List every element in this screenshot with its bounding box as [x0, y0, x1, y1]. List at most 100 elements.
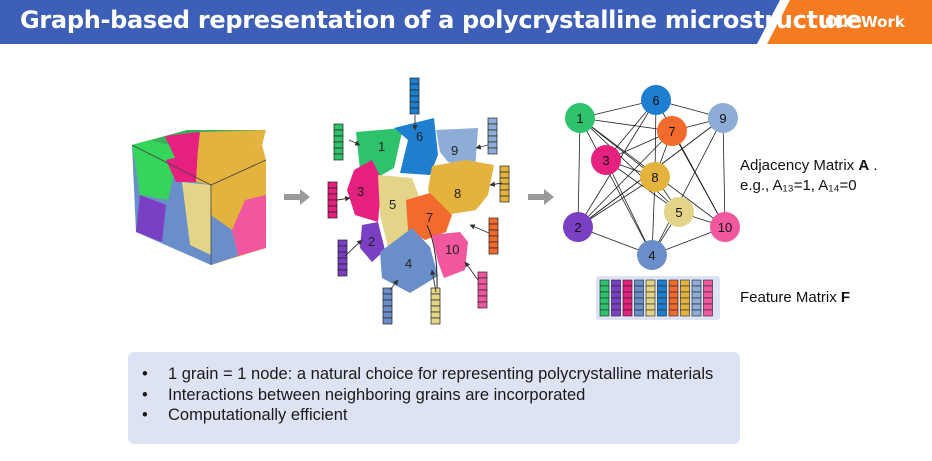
cube-left-grain-purple — [136, 195, 166, 242]
feature-matrix-cell — [645, 297, 656, 305]
summary-box: •1 grain = 1 node: a natural choice for … — [128, 352, 740, 444]
graph-node-9: 9 — [708, 103, 738, 133]
graph-node-label: 8 — [651, 170, 658, 185]
feature-matrix-cell — [611, 291, 621, 299]
feature-matrix-cell — [634, 303, 644, 311]
feature-matrix-cell — [645, 285, 656, 293]
feature-vector-grain-5 — [430, 287, 441, 325]
feature-matrix-cell — [599, 297, 610, 305]
feature-vector-cell — [333, 141, 344, 149]
cube-left-grain-green — [132, 145, 176, 200]
feature-vector-cell — [488, 223, 499, 231]
feature-vector-cell — [477, 271, 488, 279]
grain-5 — [378, 175, 428, 255]
feature-matrix-cell — [622, 285, 633, 293]
feature-vector-cell — [337, 239, 348, 247]
feature-vector-cell — [487, 117, 498, 125]
feature-matrix-cell — [634, 279, 644, 287]
feature-matrix-cell — [703, 303, 713, 311]
graph-node-label: 6 — [652, 93, 659, 108]
feature-vector-cell — [327, 205, 338, 213]
feature-matrix-cell — [680, 303, 690, 311]
graph-node-10: 10 — [710, 212, 740, 242]
feature-matrix-cell — [668, 279, 679, 287]
graph-edge-9-10 — [722, 117, 726, 228]
feature-label-prefix: Feature Matrix — [740, 289, 841, 306]
feature-matrix-cell — [599, 303, 610, 311]
grain-7 — [406, 193, 452, 240]
grain-8 — [428, 160, 494, 214]
feature-column-8 — [680, 279, 690, 317]
feature-vector-grain-9 — [487, 117, 498, 155]
feature-vector-cell — [327, 187, 338, 195]
feature-vector-cell — [487, 129, 498, 137]
feature-vector-cell — [382, 317, 393, 325]
feature-matrix-cell — [680, 291, 690, 299]
bullet-item: • Interactions between neighboring grains… — [142, 385, 713, 406]
feature-vector-cell — [327, 211, 338, 219]
feature-vector-cell — [477, 277, 488, 285]
feature-matrix-cell — [622, 303, 633, 311]
feature-vector-cell — [488, 247, 499, 255]
feature-matrix-cell — [703, 309, 713, 317]
feature-matrix-cell — [645, 303, 656, 311]
feature-vector-cell — [409, 101, 420, 109]
feature-matrix-cell — [599, 309, 610, 317]
feature-matrix-cell — [611, 303, 621, 311]
graph-node-label: 5 — [675, 205, 682, 220]
graph-node-label: 3 — [602, 153, 609, 168]
adjacency-label-prefix: Adjacency Matrix — [740, 157, 858, 174]
graph-edge-1-7 — [579, 117, 673, 132]
feature-vector-cell — [409, 107, 420, 115]
feature-vector-cell — [487, 135, 498, 143]
feature-matrix-cell — [703, 297, 713, 305]
feature-vector-cell — [337, 257, 348, 265]
feature-vector-grain-2 — [337, 239, 348, 277]
feature-column-10 — [703, 279, 713, 317]
feature-matrix-cell — [611, 279, 621, 287]
feature-matrix-cell — [657, 291, 667, 299]
feature-vector-cell — [499, 195, 510, 203]
cube-top-grain-gold — [198, 130, 266, 150]
cube-top-grain-pink — [165, 132, 200, 158]
our-work-tag: Our Work — [825, 13, 905, 31]
feature-vector-cell — [333, 123, 344, 131]
feature-vector-cell — [499, 171, 510, 179]
tag-background — [767, 0, 932, 44]
feature-matrix-cell — [645, 279, 656, 287]
bullet-dot: • — [142, 385, 148, 404]
feature-vector-cell — [430, 305, 441, 313]
feature-vector-cell — [487, 147, 498, 155]
graph-edge-9-4 — [651, 117, 724, 256]
feature-column-9 — [691, 279, 702, 317]
feature-vector-cell — [477, 283, 488, 291]
feature-matrix-cell — [668, 297, 679, 305]
feature-vector-cell — [430, 299, 441, 307]
feature-vector-grain-8 — [499, 165, 510, 203]
feature-vector-cell — [430, 293, 441, 301]
graph-node-1: 1 — [565, 103, 595, 133]
grain-label-6: 6 — [416, 129, 423, 144]
grain-feature-vectors — [327, 77, 510, 325]
feature-vector-cell — [488, 235, 499, 243]
feature-vector-cell — [382, 299, 393, 307]
feature-vector-grain-10 — [477, 271, 488, 309]
feature-vector-cell — [382, 293, 393, 301]
graph-node-circle — [708, 103, 738, 133]
feature-column-4 — [634, 279, 644, 317]
graph-node-label: 2 — [574, 220, 581, 235]
feature-vector-cell — [477, 289, 488, 297]
feature-matrix-cell — [691, 309, 702, 317]
feature-matrix-cell — [645, 309, 656, 317]
feature-vector-cell — [488, 229, 499, 237]
title-banner — [0, 0, 932, 44]
feature-matrix-cell — [668, 285, 679, 293]
feature-vector-cell — [333, 135, 344, 143]
feature-vector-cell — [499, 183, 510, 191]
bullet-item: •Computationally efficient — [142, 405, 713, 426]
feature-matrix-cell — [611, 285, 621, 293]
cube-left-grain-yellow — [182, 182, 211, 255]
bullet-text: Interactions between neighboring grains … — [168, 385, 586, 404]
